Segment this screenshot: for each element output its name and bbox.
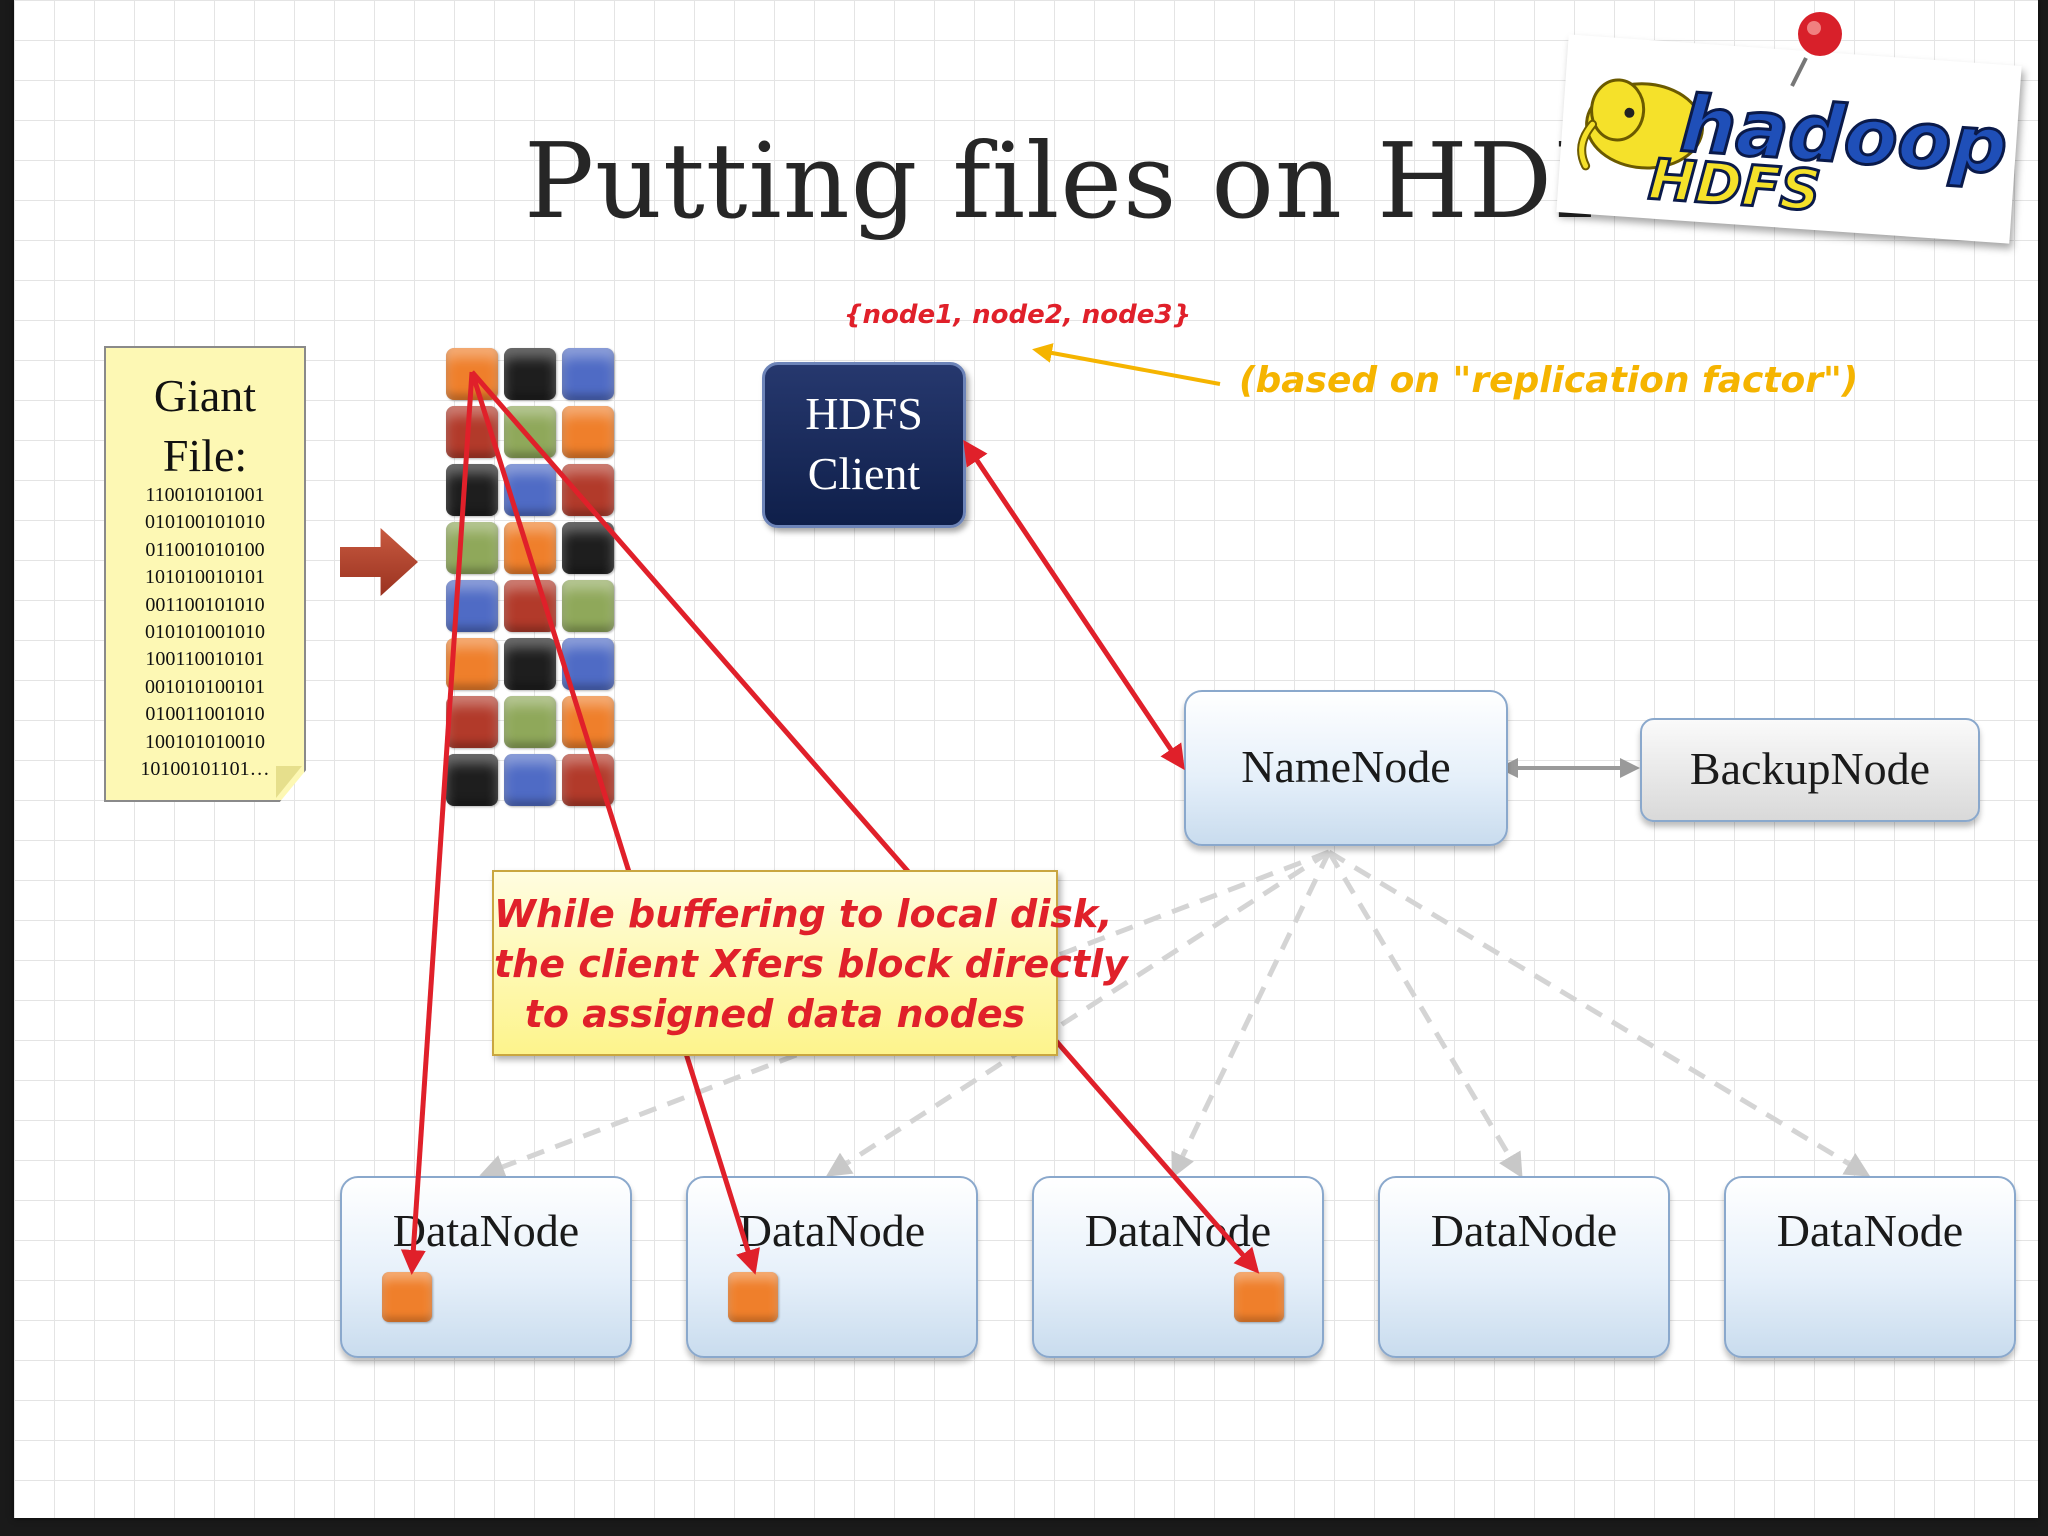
callout-line: to assigned data nodes xyxy=(524,992,1026,1036)
file-block-black xyxy=(562,522,614,574)
file-block-green xyxy=(446,522,498,574)
backupnode-label: BackupNode xyxy=(1689,743,1931,794)
file-block-blue xyxy=(562,348,614,400)
datanode-label: DataNode xyxy=(392,1205,580,1256)
hadoop-logo: hadoop HDFS xyxy=(1556,34,2022,244)
file-block-blue xyxy=(504,464,556,516)
bits-line: 010101001010 xyxy=(145,620,265,643)
client-label-line: HDFS xyxy=(805,388,923,439)
file-block-black xyxy=(504,638,556,690)
datanode-box-4: DataNode xyxy=(1378,1176,1670,1358)
file-block-orange xyxy=(562,696,614,748)
replicated-block-datanode-3 xyxy=(1234,1272,1284,1322)
slide-title: Putting files on HDFS xyxy=(524,120,1699,242)
giant-file-note: Giant File: 110010101001 010100101010 01… xyxy=(104,346,306,802)
bits-line: 010011001010 xyxy=(145,703,265,726)
file-block-orange xyxy=(562,406,614,458)
callout-line: While buffering to local disk, xyxy=(494,892,1113,936)
file-block-grid xyxy=(446,348,618,812)
file-block-red xyxy=(562,754,614,806)
bits-line: 100101010010 xyxy=(145,730,265,753)
file-block-orange xyxy=(446,348,498,400)
file-block-black xyxy=(446,464,498,516)
bits-line: 10100101101… xyxy=(140,757,270,780)
datanode-label: DataNode xyxy=(1430,1205,1618,1256)
file-block-black xyxy=(504,348,556,400)
file-block-blue xyxy=(446,580,498,632)
elephant-logo-graphic: hadoop HDFS xyxy=(1577,78,2012,226)
datanode-box-2: DataNode xyxy=(686,1176,978,1358)
file-block-red xyxy=(446,406,498,458)
bits-line: 011001010100 xyxy=(145,538,265,561)
dashed-link-datanode-5 xyxy=(1327,849,1871,1177)
file-block-green xyxy=(562,580,614,632)
transfer-callout: While buffering to local disk, the clien… xyxy=(492,870,1128,1056)
replicated-block-datanode-1 xyxy=(382,1272,432,1322)
file-block-orange xyxy=(504,522,556,574)
bits-line: 001010100101 xyxy=(145,675,265,698)
datanode-label: DataNode xyxy=(1776,1205,1964,1256)
callout-line: the client Xfers block directly xyxy=(494,942,1128,986)
datanode-label: DataNode xyxy=(1084,1205,1272,1256)
giant-file-bits: 110010101001 010100101010 011001010100 1… xyxy=(106,482,304,783)
client-label-line: Client xyxy=(807,448,921,499)
bits-line: 010100101010 xyxy=(145,511,265,534)
file-block-black xyxy=(446,754,498,806)
file-block-blue xyxy=(504,754,556,806)
datanode-box-1: DataNode xyxy=(340,1176,632,1358)
dashed-link-datanode-4 xyxy=(1326,850,1523,1179)
file-block-orange xyxy=(446,638,498,690)
file-block-red xyxy=(562,464,614,516)
backupnode-box: BackupNode xyxy=(1640,718,1980,822)
logo-sub-text: HDFS xyxy=(1647,147,1823,224)
namenode-label: NameNode xyxy=(1241,741,1451,792)
file-block-blue xyxy=(562,638,614,690)
bits-line: 101010010101 xyxy=(145,566,265,589)
file-block-red xyxy=(504,580,556,632)
hdfs-client-box: HDFS Client xyxy=(762,362,966,528)
datanode-label: DataNode xyxy=(738,1205,926,1256)
file-block-red xyxy=(446,696,498,748)
datanode-box-5: DataNode xyxy=(1724,1176,2016,1358)
node-set-label: {node1, node2, node3} xyxy=(844,300,1192,330)
file-block-green xyxy=(504,406,556,458)
datanode-box-3: DataNode xyxy=(1032,1176,1324,1358)
replication-factor-label: (based on "replication factor") xyxy=(1239,360,1859,401)
slide: Putting files on HDFS hadoop HDFS {node1… xyxy=(14,0,2038,1518)
namenode-box: NameNode xyxy=(1184,690,1508,846)
giant-file-title: Giant File: xyxy=(153,370,257,481)
bits-line: 110010101001 xyxy=(145,484,265,506)
file-block-green xyxy=(504,696,556,748)
bits-line: 100110010101 xyxy=(145,648,265,671)
bits-line: 001100101010 xyxy=(145,593,265,616)
replicated-block-datanode-2 xyxy=(728,1272,778,1322)
